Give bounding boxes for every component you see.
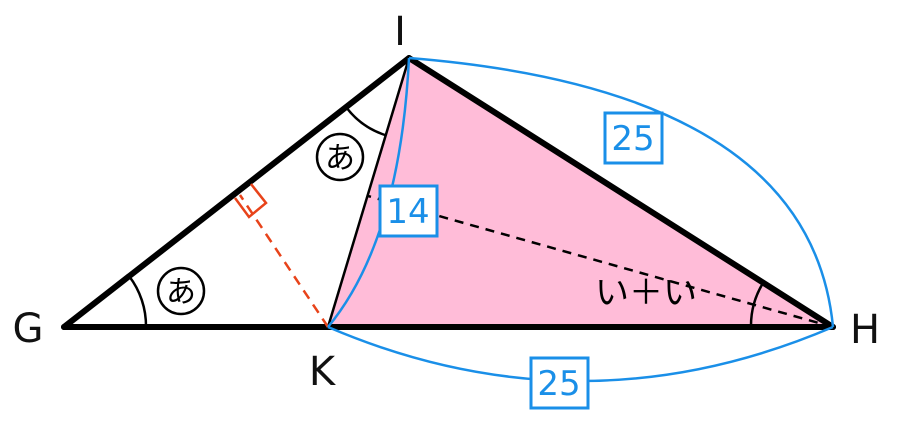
- side-ih: [406, 55, 836, 330]
- label-ik: 14: [386, 192, 429, 232]
- angle-arc-g: [128, 275, 148, 328]
- perpendicular-dashed-line: [238, 194, 330, 328]
- angle-g-label: あ: [166, 275, 196, 310]
- label-ik-box: 14: [378, 184, 439, 238]
- angle-i-marker: あ: [315, 132, 365, 182]
- dashed-line-h-to-ik: [367, 194, 834, 329]
- label-kh-box: 25: [529, 356, 590, 410]
- vertex-label-h: H: [850, 307, 880, 353]
- label-ih-box: 25: [603, 111, 664, 165]
- segment-ik: [326, 57, 411, 328]
- label-kh: 25: [537, 364, 580, 404]
- shaded-triangle-ikh: [328, 58, 833, 327]
- vertex-label-k: K: [309, 349, 337, 395]
- angle-arc-i: [345, 106, 386, 137]
- angle-g-marker: あ: [156, 266, 206, 316]
- right-angle-mark: [233, 183, 268, 219]
- side-gi: [61, 55, 412, 330]
- angle-h-label: い＋い: [595, 273, 697, 313]
- angle-i-label: あ: [325, 141, 355, 176]
- label-ih: 25: [611, 119, 654, 159]
- vertex-label-i: I: [394, 9, 406, 55]
- measure-arc-ih: [408, 56, 835, 328]
- vertex-label-g: G: [13, 306, 44, 352]
